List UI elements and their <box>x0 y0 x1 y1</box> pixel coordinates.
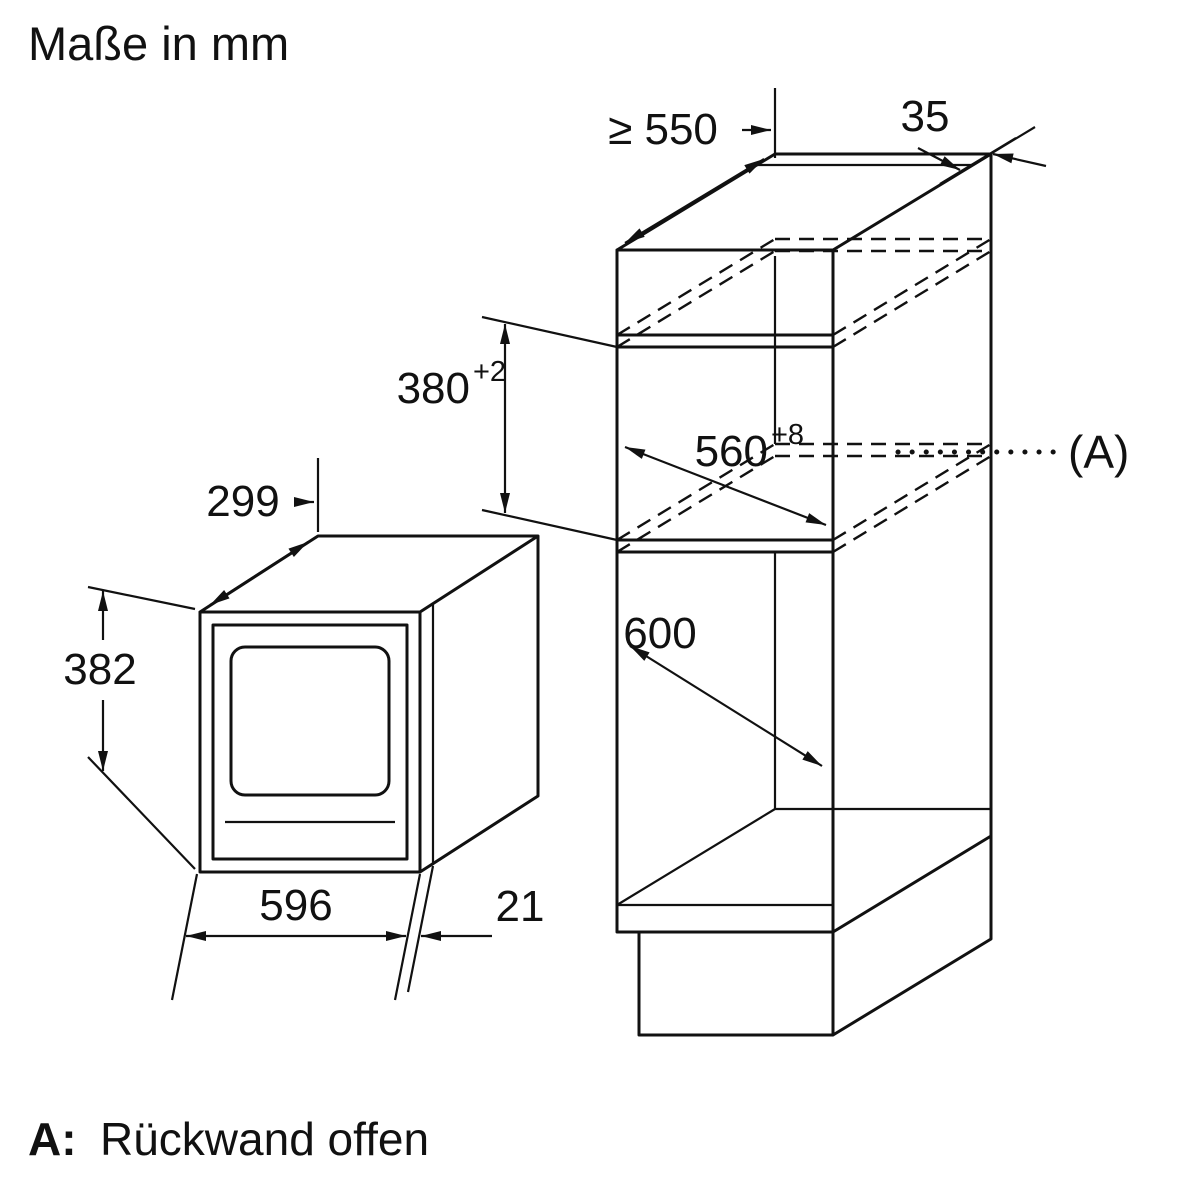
cabinet-drawing <box>615 152 993 1037</box>
caption: A: Rückwand offen <box>28 1113 429 1165</box>
cabinet-plinth <box>637 834 993 1037</box>
cabinet-hidden-edges <box>616 237 992 554</box>
dim-cabinet-depth: ≥ 550 <box>608 88 777 244</box>
dim-niche-height-tolerance: +2 <box>473 356 506 388</box>
dimension-line <box>209 541 309 606</box>
extension-lines <box>87 585 196 870</box>
dim-appliance-width-label: 596 <box>259 881 332 930</box>
dimension-line <box>624 445 827 527</box>
dim-appliance-width: 596 <box>170 873 406 1001</box>
dimension-line <box>629 645 823 767</box>
dim-niche-height-label: 380 <box>397 364 470 413</box>
dim-rear-rail-label: 35 <box>901 92 950 141</box>
dim-niche-height: 380 +2 <box>397 315 618 542</box>
dim-appliance-depth: 299 <box>206 458 320 606</box>
dim-niche-width-label: 560 <box>695 427 768 476</box>
cabinet-interior-edges <box>616 256 991 907</box>
dim-rear-rail: 35 <box>901 92 1047 185</box>
extension-lines <box>393 865 435 1001</box>
dimension-arrow <box>917 147 961 171</box>
dim-appliance-depth-label: 299 <box>206 477 279 526</box>
caption-text: Rückwand offen <box>100 1113 429 1165</box>
microwave-door-edge <box>419 604 539 873</box>
cabinet-shelves <box>615 333 835 554</box>
dim-door-protrusion: 21 <box>393 865 545 1001</box>
dim-niche-width-tolerance: +8 <box>771 419 804 451</box>
dim-lower-clearance-label: 600 <box>623 609 696 658</box>
extension-lines <box>939 126 1036 185</box>
dim-niche-width: 560 +8 <box>624 419 827 527</box>
dimension-line <box>624 158 765 244</box>
section-marker: (A) <box>895 426 1129 478</box>
dimension-arrow <box>992 152 1047 168</box>
caption-label: A: <box>28 1113 77 1165</box>
diagram-title: Maße in mm <box>28 17 289 70</box>
section-marker-label: (A) <box>1068 426 1129 478</box>
extension-lines <box>481 315 618 542</box>
microwave-door-frame <box>211 623 409 861</box>
dim-lower-clearance: 600 <box>623 609 823 767</box>
cabinet-outline <box>615 152 993 934</box>
dim-appliance-height-label: 382 <box>63 645 136 694</box>
microwave-drawing <box>198 534 540 874</box>
dimension-annotations: ≥ 550 35 380 +2 560 +8 <box>63 88 1129 1001</box>
dim-appliance-height: 382 <box>63 585 196 870</box>
dim-door-protrusion-label: 21 <box>496 882 545 931</box>
microwave-door-window <box>229 645 391 797</box>
extension-line <box>170 873 199 1001</box>
dim-cabinet-depth-label: ≥ 550 <box>608 105 718 154</box>
